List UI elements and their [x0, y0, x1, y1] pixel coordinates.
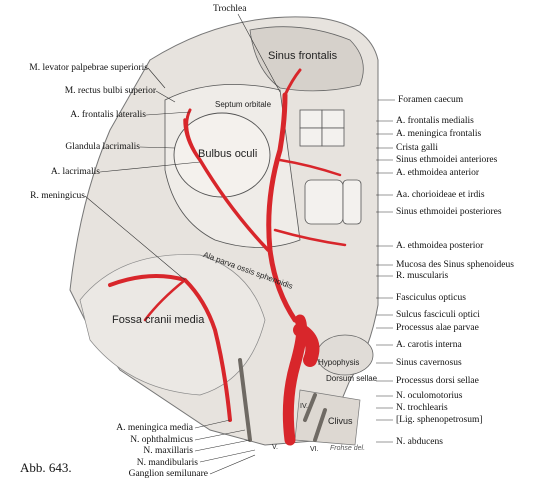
n-abducens	[313, 408, 327, 442]
inner-septum-orbitale: Septum orbitale	[215, 100, 272, 109]
n-trigeminus-branches	[238, 358, 252, 442]
label-crista-galli: Crista galli	[396, 143, 438, 153]
ethmoid-cells	[299, 109, 362, 225]
inner-roman-v: V.	[272, 444, 278, 451]
label-meningica-frontalis: A. meningica frontalis	[396, 129, 482, 139]
label-carotis-interna: A. carotis interna	[396, 340, 462, 350]
inner-fossa-cranii-media: Fossa cranii media	[112, 314, 205, 326]
label-sulcus-fasciculi: Sulcus fasciculi optici	[396, 310, 480, 320]
label-n-abducens: N. abducens	[396, 437, 443, 447]
label-n-oculomotorius: N. oculomotorius	[396, 391, 463, 401]
label-frontalis-lateralis: A. frontalis lateralis	[70, 110, 146, 120]
a-frontalis-medialis	[283, 68, 302, 97]
inner-bulbus-oculi: Bulbus oculi	[198, 148, 258, 160]
label-sinus-cavernosus: Sinus cavernosus	[396, 358, 462, 368]
dorsum-sellae-shape	[316, 334, 374, 376]
inner-dorsum-sellae: Dorsum sellae	[326, 374, 378, 383]
label-n-ophthalmicus: N. ophthalmicus	[130, 435, 193, 445]
arteries	[108, 68, 347, 446]
label-lig-sphenopetrosum: [Lig. sphenopetrosum]	[396, 415, 483, 425]
label-a-lacrimalis: A. lacrimalis	[50, 167, 100, 177]
inner-roman-vi: VI.	[310, 446, 319, 453]
fossa-cranii-media	[79, 254, 266, 396]
label-r-muscularis: R. muscularis	[396, 271, 449, 281]
leader-lines	[84, 13, 395, 475]
label-glandula-lacrimalis: Glandula lacrimalis	[65, 142, 140, 152]
a-ethmoidea-anterior	[278, 158, 342, 177]
r-meningicus	[143, 278, 187, 322]
label-rectus-bulbi-superior: M. rectus bulbi superior	[64, 86, 156, 96]
inner-clivus: Clivus	[328, 416, 353, 426]
label-sinus-ethmoidei-posteriores: Sinus ethmoidei posteriores	[396, 207, 502, 217]
sinus-cavernosus-vessel	[293, 323, 320, 367]
label-fasciculus-opticus: Fasciculus opticus	[396, 293, 466, 303]
a-ethmoidea-posterior	[273, 228, 347, 247]
label-frontalis-medialis: A. frontalis medialis	[396, 116, 474, 126]
label-foramen-caecum: Foramen caecum	[398, 95, 464, 105]
label-r-meningicus: R. meningicus	[30, 191, 85, 201]
sinus-frontalis	[249, 26, 364, 92]
bulbus-oculi	[173, 112, 271, 198]
label-n-mandibularis: N. mandibularis	[136, 458, 198, 468]
inner-roman-iv: IV.	[300, 403, 308, 410]
label-ethmoidea-posterior: A. ethmoidea posterior	[396, 241, 484, 251]
inner-hypophysis: Hypophysis	[318, 358, 360, 367]
label-processus-dorsi-sellae: Processus dorsi sellae	[396, 376, 479, 386]
label-levator-palpebrae: M. levator palpebrae superioris	[29, 63, 148, 73]
label-mucosa-sphenoideus: Mucosa des Sinus sphenoideus	[396, 260, 514, 270]
label-meningica-media: A. meningica media	[116, 423, 193, 433]
artist-signature: Frohse del.	[330, 445, 366, 452]
label-sinus-ethmoidei-anteriores: Sinus ethmoidei anteriores	[396, 155, 498, 165]
label-ethmoidea-anterior: A. ethmoidea anterior	[396, 168, 480, 178]
a-frontalis-lateralis	[185, 108, 202, 162]
nerves	[238, 358, 327, 442]
label-n-maxillaris: N. maxillaris	[143, 446, 193, 456]
label-n-trochlearis: N. trochlearis	[396, 403, 448, 413]
label-trochlea: Trochlea	[213, 4, 247, 14]
n-oculomotorius	[303, 393, 317, 422]
figure-label: Abb. 643.	[20, 460, 72, 475]
a-ophthalmica	[266, 92, 298, 323]
label-ganglion-semilunare: Ganglion semilunare	[128, 469, 208, 479]
a-meningica-media	[108, 274, 232, 422]
label-processus-alae-parvae: Processus alae parvae	[396, 323, 479, 333]
inner-sinus-frontalis: Sinus frontalis	[268, 50, 338, 62]
label-chorioideae-irdis: Aa. chorioideae et irdis	[396, 190, 485, 200]
